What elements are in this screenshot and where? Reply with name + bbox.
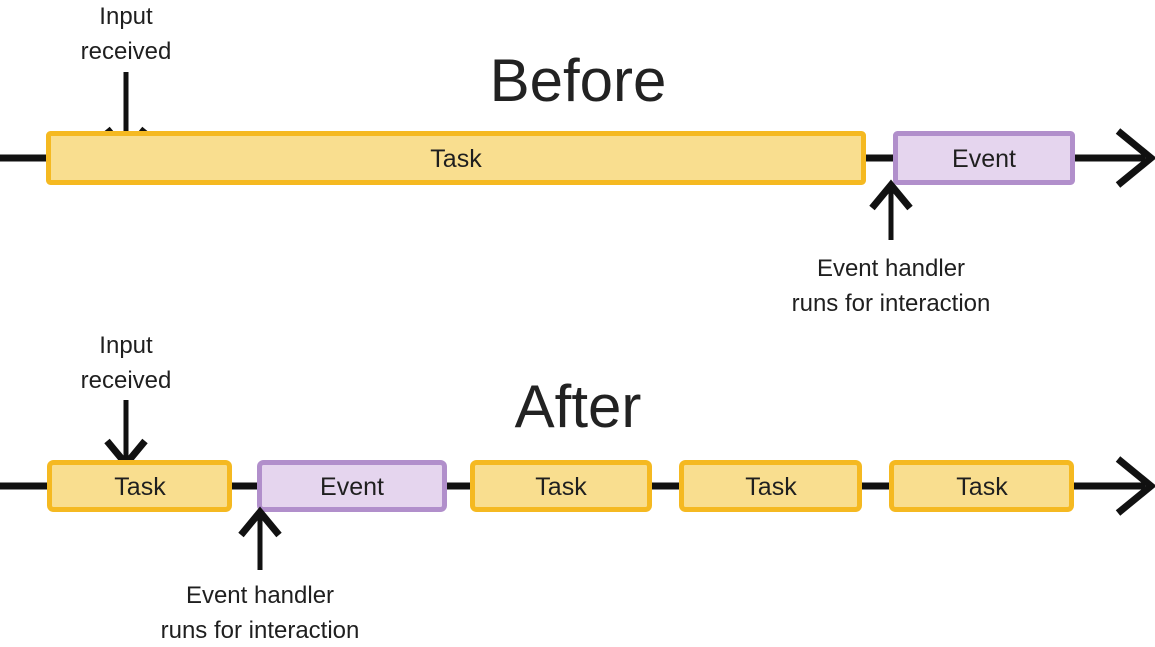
after-block-task-3: Task [679,460,862,512]
after-block-event: Event [257,460,447,512]
after-block-task-1: Task [47,460,232,512]
before-title: Before [490,47,667,114]
before-timeline-arrowhead-icon [1115,128,1155,188]
after-task-box-4 [889,460,1074,512]
after-task-box-1 [47,460,232,512]
after-block-task-4: Task [889,460,1074,512]
before-handler-arrow-icon [869,179,913,240]
after-input-annotation-line1: Input [99,332,153,359]
after-input-annotation-line2: received [81,367,172,394]
before-handler-annotation-line1: Event handler [817,255,965,282]
after-task-label-3: Task [745,473,797,501]
before-block-event: Event [893,131,1075,185]
after-task-label-4: Task [956,473,1008,501]
after-block-task-2: Task [470,460,652,512]
before-handler-annotation-line2: runs for interaction [792,290,991,317]
before-task-box [46,131,866,185]
after-task-label-2: Task [535,473,587,501]
before-task-label: Task [430,145,482,173]
after-task-box-3 [679,460,862,512]
after-handler-annotation-line2: runs for interaction [161,617,360,644]
after-input-arrow-icon [104,400,148,470]
after-handler-annotation-line1: Event handler [186,582,334,609]
after-task-box-2 [470,460,652,512]
after-event-box [257,460,447,512]
after-section: After Input received Task [0,332,1155,644]
after-timeline-arrowhead-icon [1115,456,1155,516]
before-block-task: Task [46,131,866,185]
before-event-box [893,131,1075,185]
after-task-label-1: Task [114,473,166,501]
before-event-label: Event [952,145,1016,173]
before-input-annotation-line1: Input [99,3,153,30]
after-handler-arrow-icon [238,506,282,570]
before-input-annotation-line2: received [81,38,172,65]
after-event-label: Event [320,473,384,501]
before-section: Before Input received Task [0,3,1155,317]
after-title: After [515,373,642,440]
